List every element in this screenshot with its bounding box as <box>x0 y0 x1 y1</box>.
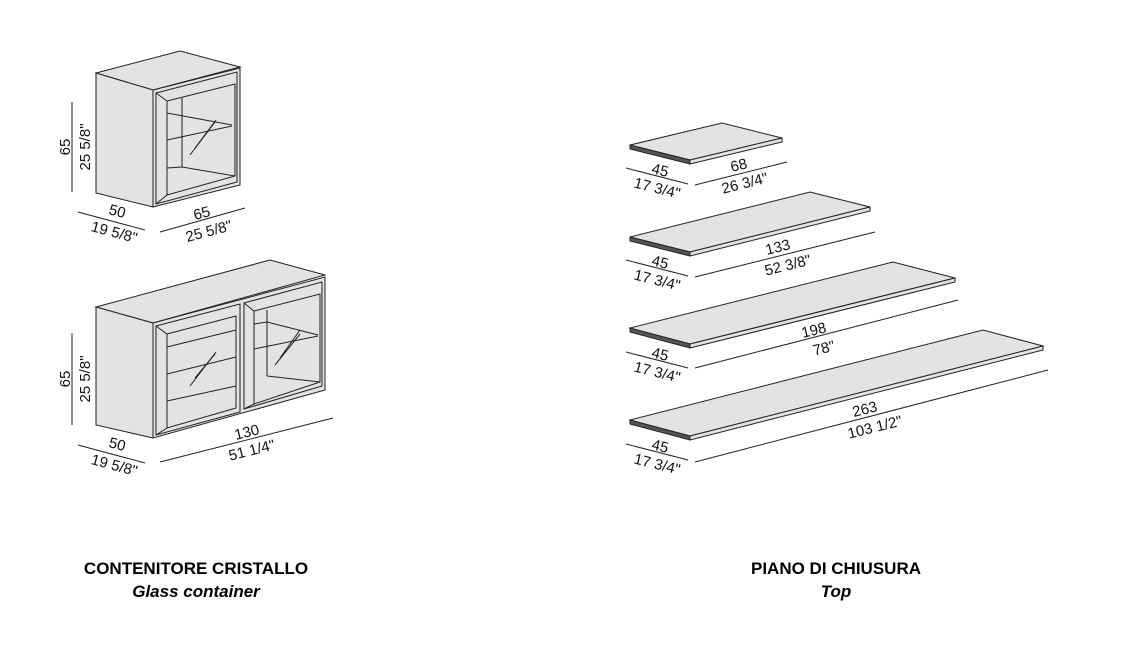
large-depth-in: 19 5/8" <box>89 451 139 480</box>
large-height-in: 25 5/8" <box>77 355 94 402</box>
top-title: PIANO DI CHIUSURA <box>750 559 921 578</box>
slab-depth-in: 17 3/4" <box>632 175 682 203</box>
small-depth-cm: 50 <box>107 201 128 222</box>
top-slab-68: 45 17 3/4" 68 26 3/4" <box>625 122 788 203</box>
small-width-cm: 65 <box>192 203 213 224</box>
small-depth-in: 19 5/8" <box>89 218 139 247</box>
glass-container-subtitle: Glass container <box>132 582 260 601</box>
large-depth-cm: 50 <box>107 434 128 455</box>
slab-depth-cm: 45 <box>650 252 670 273</box>
slab-width-cm: 198 <box>800 319 828 342</box>
slab-width-cm: 68 <box>729 155 749 176</box>
glass-container-caption: CONTENITORE CRISTALLO Glass container <box>16 559 376 602</box>
slab-depth-cm: 45 <box>650 436 670 457</box>
slab-width-in: 26 3/4" <box>720 170 770 198</box>
slab-depth-in: 17 3/4" <box>632 451 682 479</box>
small-glass-cabinet: 65 25 5/8" 50 19 5/8" 65 25 5/8" <box>57 50 246 247</box>
glass-container-title: CONTENITORE CRISTALLO <box>83 559 309 578</box>
small-height-in: 25 5/8" <box>77 123 94 170</box>
top-caption: PIANO DI CHIUSURA Top <box>656 559 1016 602</box>
top-slab-263: 45 17 3/4" 263 103 1/2" <box>625 329 1049 479</box>
large-height-cm: 65 <box>57 371 74 388</box>
small-height-cm: 65 <box>57 139 74 156</box>
large-glass-cabinet: 65 25 5/8" 50 19 5/8" 130 51 1/4" <box>57 259 334 480</box>
top-subtitle: Top <box>820 582 852 601</box>
slab-depth-cm: 45 <box>650 160 670 181</box>
slab-depth-in: 17 3/4" <box>632 267 682 295</box>
small-width-in: 25 5/8" <box>184 217 234 246</box>
slab-width-in: 78" <box>811 338 836 360</box>
top-slab-133: 45 17 3/4" 133 52 3/8" <box>625 191 876 295</box>
large-width-cm: 130 <box>233 421 261 444</box>
slab-depth-cm: 45 <box>650 344 670 365</box>
slab-depth-in: 17 3/4" <box>632 359 682 387</box>
large-width-in: 51 1/4" <box>227 437 277 465</box>
slab-width-cm: 263 <box>851 398 879 421</box>
slab-width-cm: 133 <box>764 236 792 259</box>
